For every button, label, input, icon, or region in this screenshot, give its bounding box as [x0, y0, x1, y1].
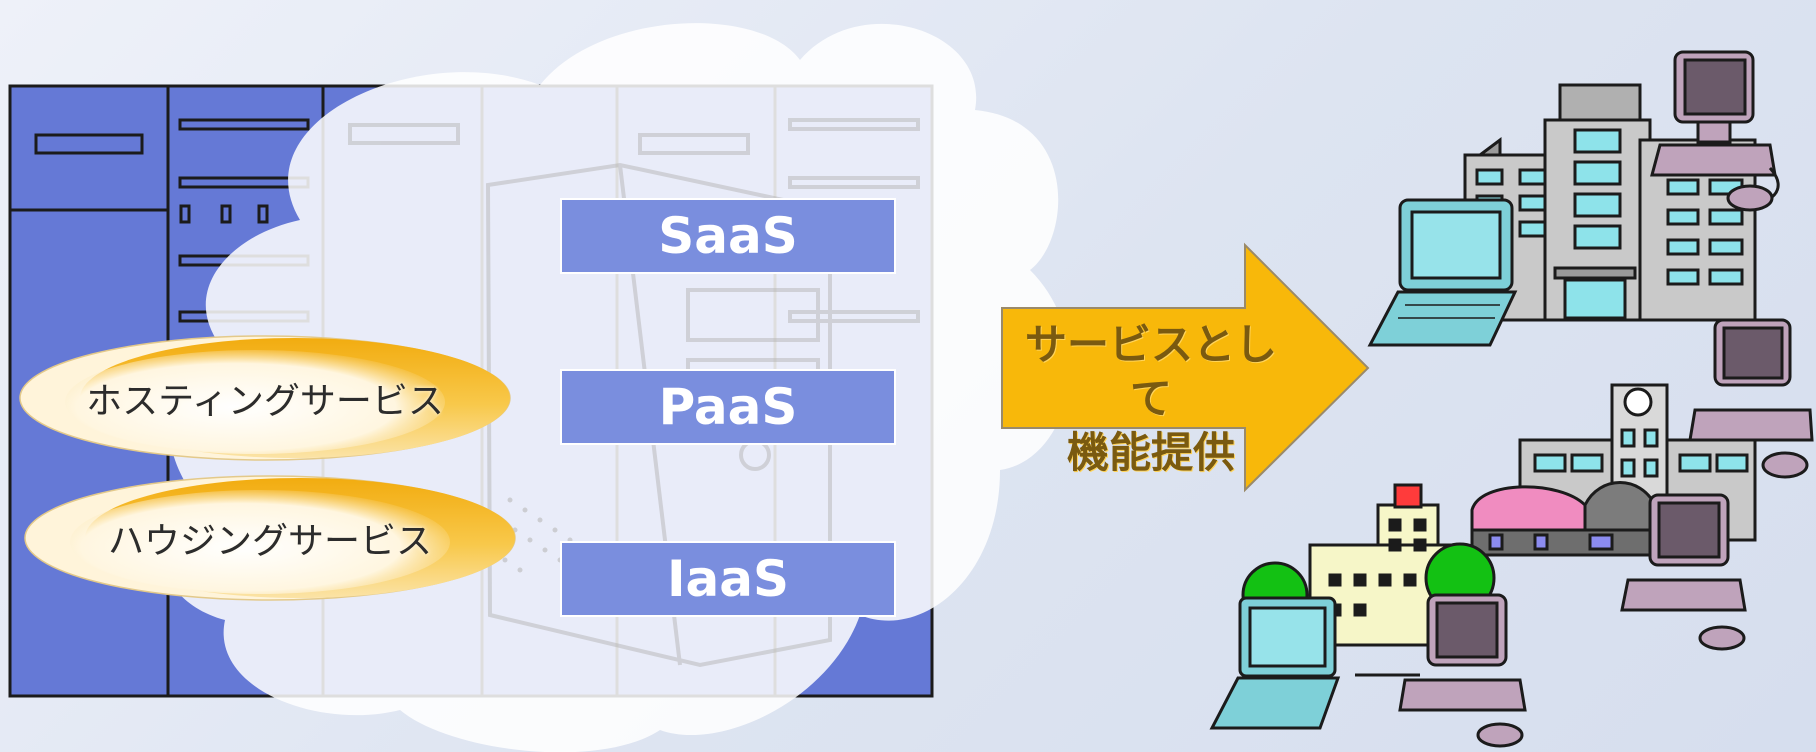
arrow-label: サービスとして 機能提供 [1006, 318, 1296, 480]
school-icon [1470, 383, 1757, 557]
housing-service-label: ハウジングサービス [107, 521, 432, 562]
iaas-box: IaaS [560, 541, 896, 617]
hosting-service-label: ホスティングサービス [86, 381, 444, 422]
laptop-icon [1209, 596, 1341, 730]
desktop-computer-icon [1650, 50, 1780, 212]
arrow-label-line1: サービスとして [1024, 320, 1277, 423]
laptop-icon [1367, 198, 1518, 347]
saas-box: SaaS [560, 198, 896, 274]
paas-box: PaaS [560, 369, 896, 445]
arrow-label-line2: 機能提供 [1066, 428, 1235, 477]
arrow-shape [1001, 242, 1370, 493]
desktop-computer-icon [1688, 318, 1814, 479]
desktop-computer-icon [1620, 493, 1747, 651]
hosting-oval-shape [19, 335, 511, 461]
housing-oval-shape [24, 475, 516, 601]
desktop-computer-icon [1398, 593, 1527, 748]
